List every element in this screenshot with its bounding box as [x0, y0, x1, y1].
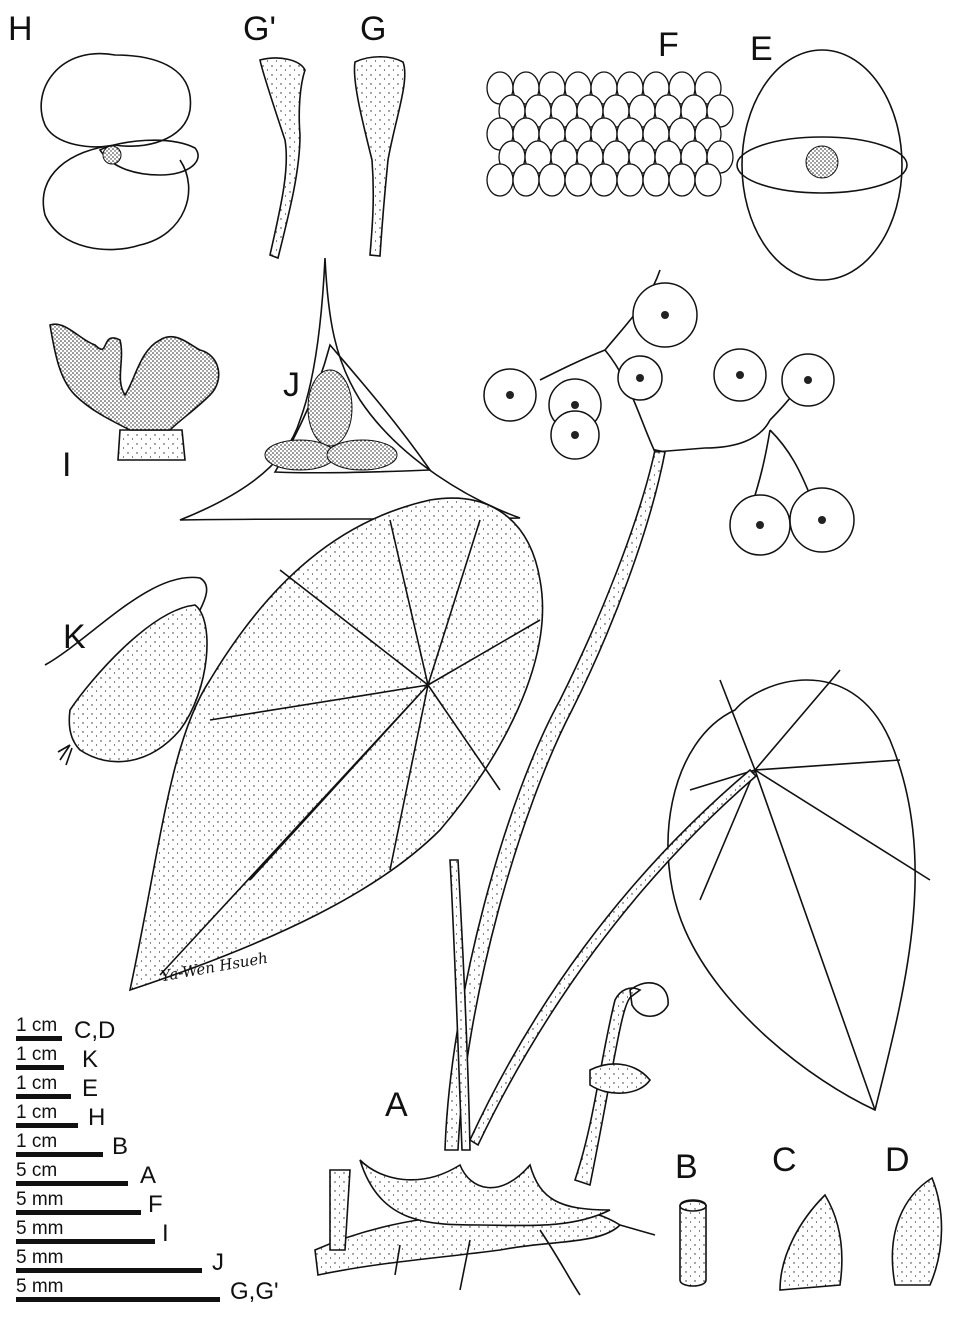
scale-bar: 5 mm I [16, 1219, 169, 1246]
label-e: E [750, 30, 773, 68]
scale-bar-length: 1 cm [16, 1016, 62, 1041]
flower-center [571, 401, 579, 409]
anther [616, 163, 644, 197]
androecium-f [486, 71, 734, 197]
scale-bar: 1 cm E [16, 1074, 98, 1101]
leaf-a-secondary [468, 669, 931, 1147]
label-c: C [772, 1141, 797, 1179]
scale-bar: 1 cm C,D [16, 1016, 115, 1043]
anther [512, 163, 540, 197]
staminate-flower-h [40, 52, 199, 251]
scale-bar-parts: C,D [74, 1017, 116, 1044]
stipule-b [679, 1199, 707, 1287]
anther [694, 163, 722, 197]
bract-d [891, 1176, 943, 1286]
leaf-a-main [128, 497, 544, 1151]
anther [486, 163, 514, 197]
anther [538, 163, 566, 197]
scale-bar-parts: G,G' [230, 1278, 279, 1305]
flower-center [661, 311, 669, 319]
anther [590, 163, 618, 197]
scale-bar-length: 1 cm [16, 1132, 103, 1157]
scale-bar-length: 5 mm [16, 1219, 155, 1244]
scale-bar-parts: F [148, 1191, 163, 1218]
stamen-g [353, 55, 406, 257]
scale-bar-parts: I [162, 1220, 169, 1247]
flower-center [506, 391, 514, 399]
scale-bar-parts: E [82, 1075, 99, 1102]
flower-center [736, 371, 744, 379]
scale-bar: 5 mm F [16, 1190, 163, 1217]
scale-bar-parts: J [212, 1249, 224, 1276]
stamen-g-prime [259, 57, 306, 260]
label-d: D [885, 1141, 910, 1179]
label-g: G [360, 10, 387, 48]
flower-center [756, 521, 764, 529]
scale-bar: 1 cm B [16, 1132, 128, 1159]
label-i: I [62, 446, 72, 484]
pistillate-flower-e [736, 49, 908, 281]
scale-bar-parts: A [140, 1162, 157, 1189]
rhizome [314, 1159, 656, 1296]
young-shoot [573, 981, 669, 1187]
fruit-k [44, 576, 208, 766]
label-b: B [675, 1148, 698, 1186]
flower-center [571, 431, 579, 439]
flower-center [804, 376, 812, 384]
scale-bar: 5 mm G,G' [16, 1277, 279, 1304]
scale-bar: 5 cm A [16, 1161, 156, 1188]
flower-cluster [483, 282, 855, 556]
anther [564, 163, 592, 197]
scale-bar: 1 cm K [16, 1045, 98, 1072]
scale-bar-parts: B [112, 1133, 129, 1160]
scale-bar: 1 cm H [16, 1103, 105, 1130]
label-h: H [8, 10, 33, 48]
scale-bar-length: 5 mm [16, 1277, 220, 1302]
anther [668, 163, 696, 197]
scale-bar-length: 1 cm [16, 1074, 71, 1099]
stigmas-i [49, 323, 220, 461]
scale-bar-length: 5 cm [16, 1161, 128, 1186]
ovary-cross-section-j [179, 257, 521, 521]
bract-c [779, 1193, 843, 1291]
label-a: A [385, 1086, 408, 1124]
scale-bar-length: 1 cm [16, 1103, 78, 1128]
label-j: J [283, 366, 300, 404]
flower-center [636, 374, 644, 382]
scale-bar-length: 5 mm [16, 1190, 141, 1215]
scale-bar-length: 5 mm [16, 1248, 202, 1273]
label-f: F [658, 26, 679, 64]
label-g-prime: G' [243, 10, 276, 48]
scale-bar: 5 mm J [16, 1248, 224, 1275]
scale-bar-parts: H [88, 1104, 106, 1131]
anther [642, 163, 670, 197]
scale-bar-length: 1 cm [16, 1045, 64, 1070]
scale-bar-parts: K [82, 1046, 99, 1073]
flower-center [818, 516, 826, 524]
label-k: K [63, 618, 86, 656]
